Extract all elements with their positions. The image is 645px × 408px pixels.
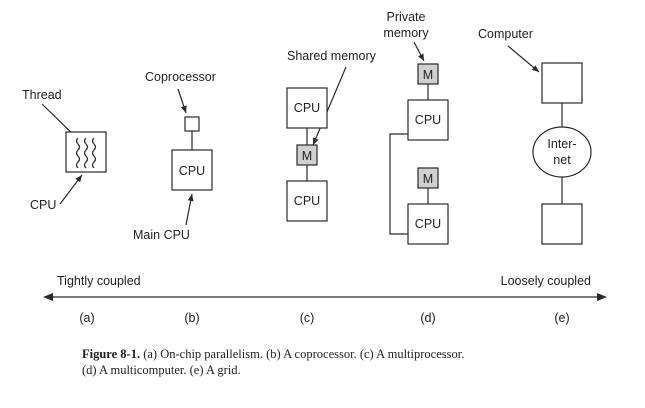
cpu-d-bottom-box [407, 203, 449, 245]
shared-memory-arrow [312, 66, 347, 146]
cpu-c-top-label: CPU [294, 101, 320, 115]
panel-c: Shared memory CPU M CPU [286, 49, 377, 222]
cpu-b-box [171, 149, 213, 191]
m-c-label: M [302, 149, 312, 163]
cpu-d-bottom-label: CPU [415, 217, 441, 231]
thread-wave-2 [83, 137, 89, 169]
internet-cloud [532, 126, 592, 178]
private-memory-label-2: memory [383, 26, 429, 40]
main-cpu-arrow [185, 193, 194, 226]
caption-line-1: Figure 8-1. (a) On-chip parallelism. (b)… [82, 346, 622, 362]
figure-caption: Figure 8-1. (a) On-chip parallelism. (b)… [82, 346, 622, 378]
coprocessor-label: Coprocessor [145, 70, 216, 84]
axis-right-arrowhead [597, 293, 607, 301]
m-d-top-label: M [423, 68, 433, 82]
caption-text: (a) On-chip parallelism. (b) A coprocess… [140, 347, 465, 361]
private-memory-label-1: Private [387, 10, 426, 24]
interconnect-line [389, 133, 408, 235]
internet-label-1: Inter- [547, 137, 576, 151]
coprocessor-box [184, 116, 200, 132]
cpu-c-bottom-label: CPU [294, 194, 320, 208]
shared-memory-label: Shared memory [287, 49, 377, 63]
m-d-bottom-label: M [423, 172, 433, 186]
private-memory-arrow [413, 41, 425, 62]
thread-wave-1 [75, 137, 81, 169]
computer-top-box [541, 62, 583, 104]
panel-e: Computer Inter- net [478, 27, 592, 245]
internet-label-2: net [553, 153, 571, 167]
panel-a: Thread CPU [22, 88, 107, 212]
loosely-coupled-label: Loosely coupled [501, 274, 591, 288]
computer-arrow [507, 45, 540, 73]
caption-line-2: (d) A multicomputer. (e) A grid. [82, 363, 241, 377]
cpu-a-arrow [59, 174, 83, 205]
cpu-b-label: CPU [179, 164, 205, 178]
panel-b: Coprocessor CPU Main CPU [133, 70, 216, 242]
coprocessor-arrow [177, 88, 187, 114]
panel-d: Private memory M CPU M CPU [383, 10, 449, 245]
label-b: (b) [184, 311, 199, 325]
thread-wave-3 [91, 137, 97, 169]
label-c: (c) [300, 311, 315, 325]
computer-label: Computer [478, 27, 533, 41]
axis-left-arrowhead [43, 293, 53, 301]
caption-figure-number: Figure 8-1. [82, 347, 141, 361]
cpu-c-bottom-box [286, 180, 328, 222]
main-cpu-label: Main CPU [133, 228, 190, 242]
label-e: (e) [554, 311, 569, 325]
label-d: (d) [420, 311, 435, 325]
tightly-coupled-label: Tightly coupled [57, 274, 141, 288]
thread-label: Thread [22, 88, 62, 102]
label-a: (a) [79, 311, 94, 325]
cpu-d-top-label: CPU [415, 113, 441, 127]
computer-bottom-box [541, 203, 583, 245]
cpu-d-top-box [407, 99, 449, 141]
coupling-axis: Tightly coupled Loosely coupled (a) (b) … [43, 274, 607, 325]
cpu-a-label: CPU [30, 198, 56, 212]
